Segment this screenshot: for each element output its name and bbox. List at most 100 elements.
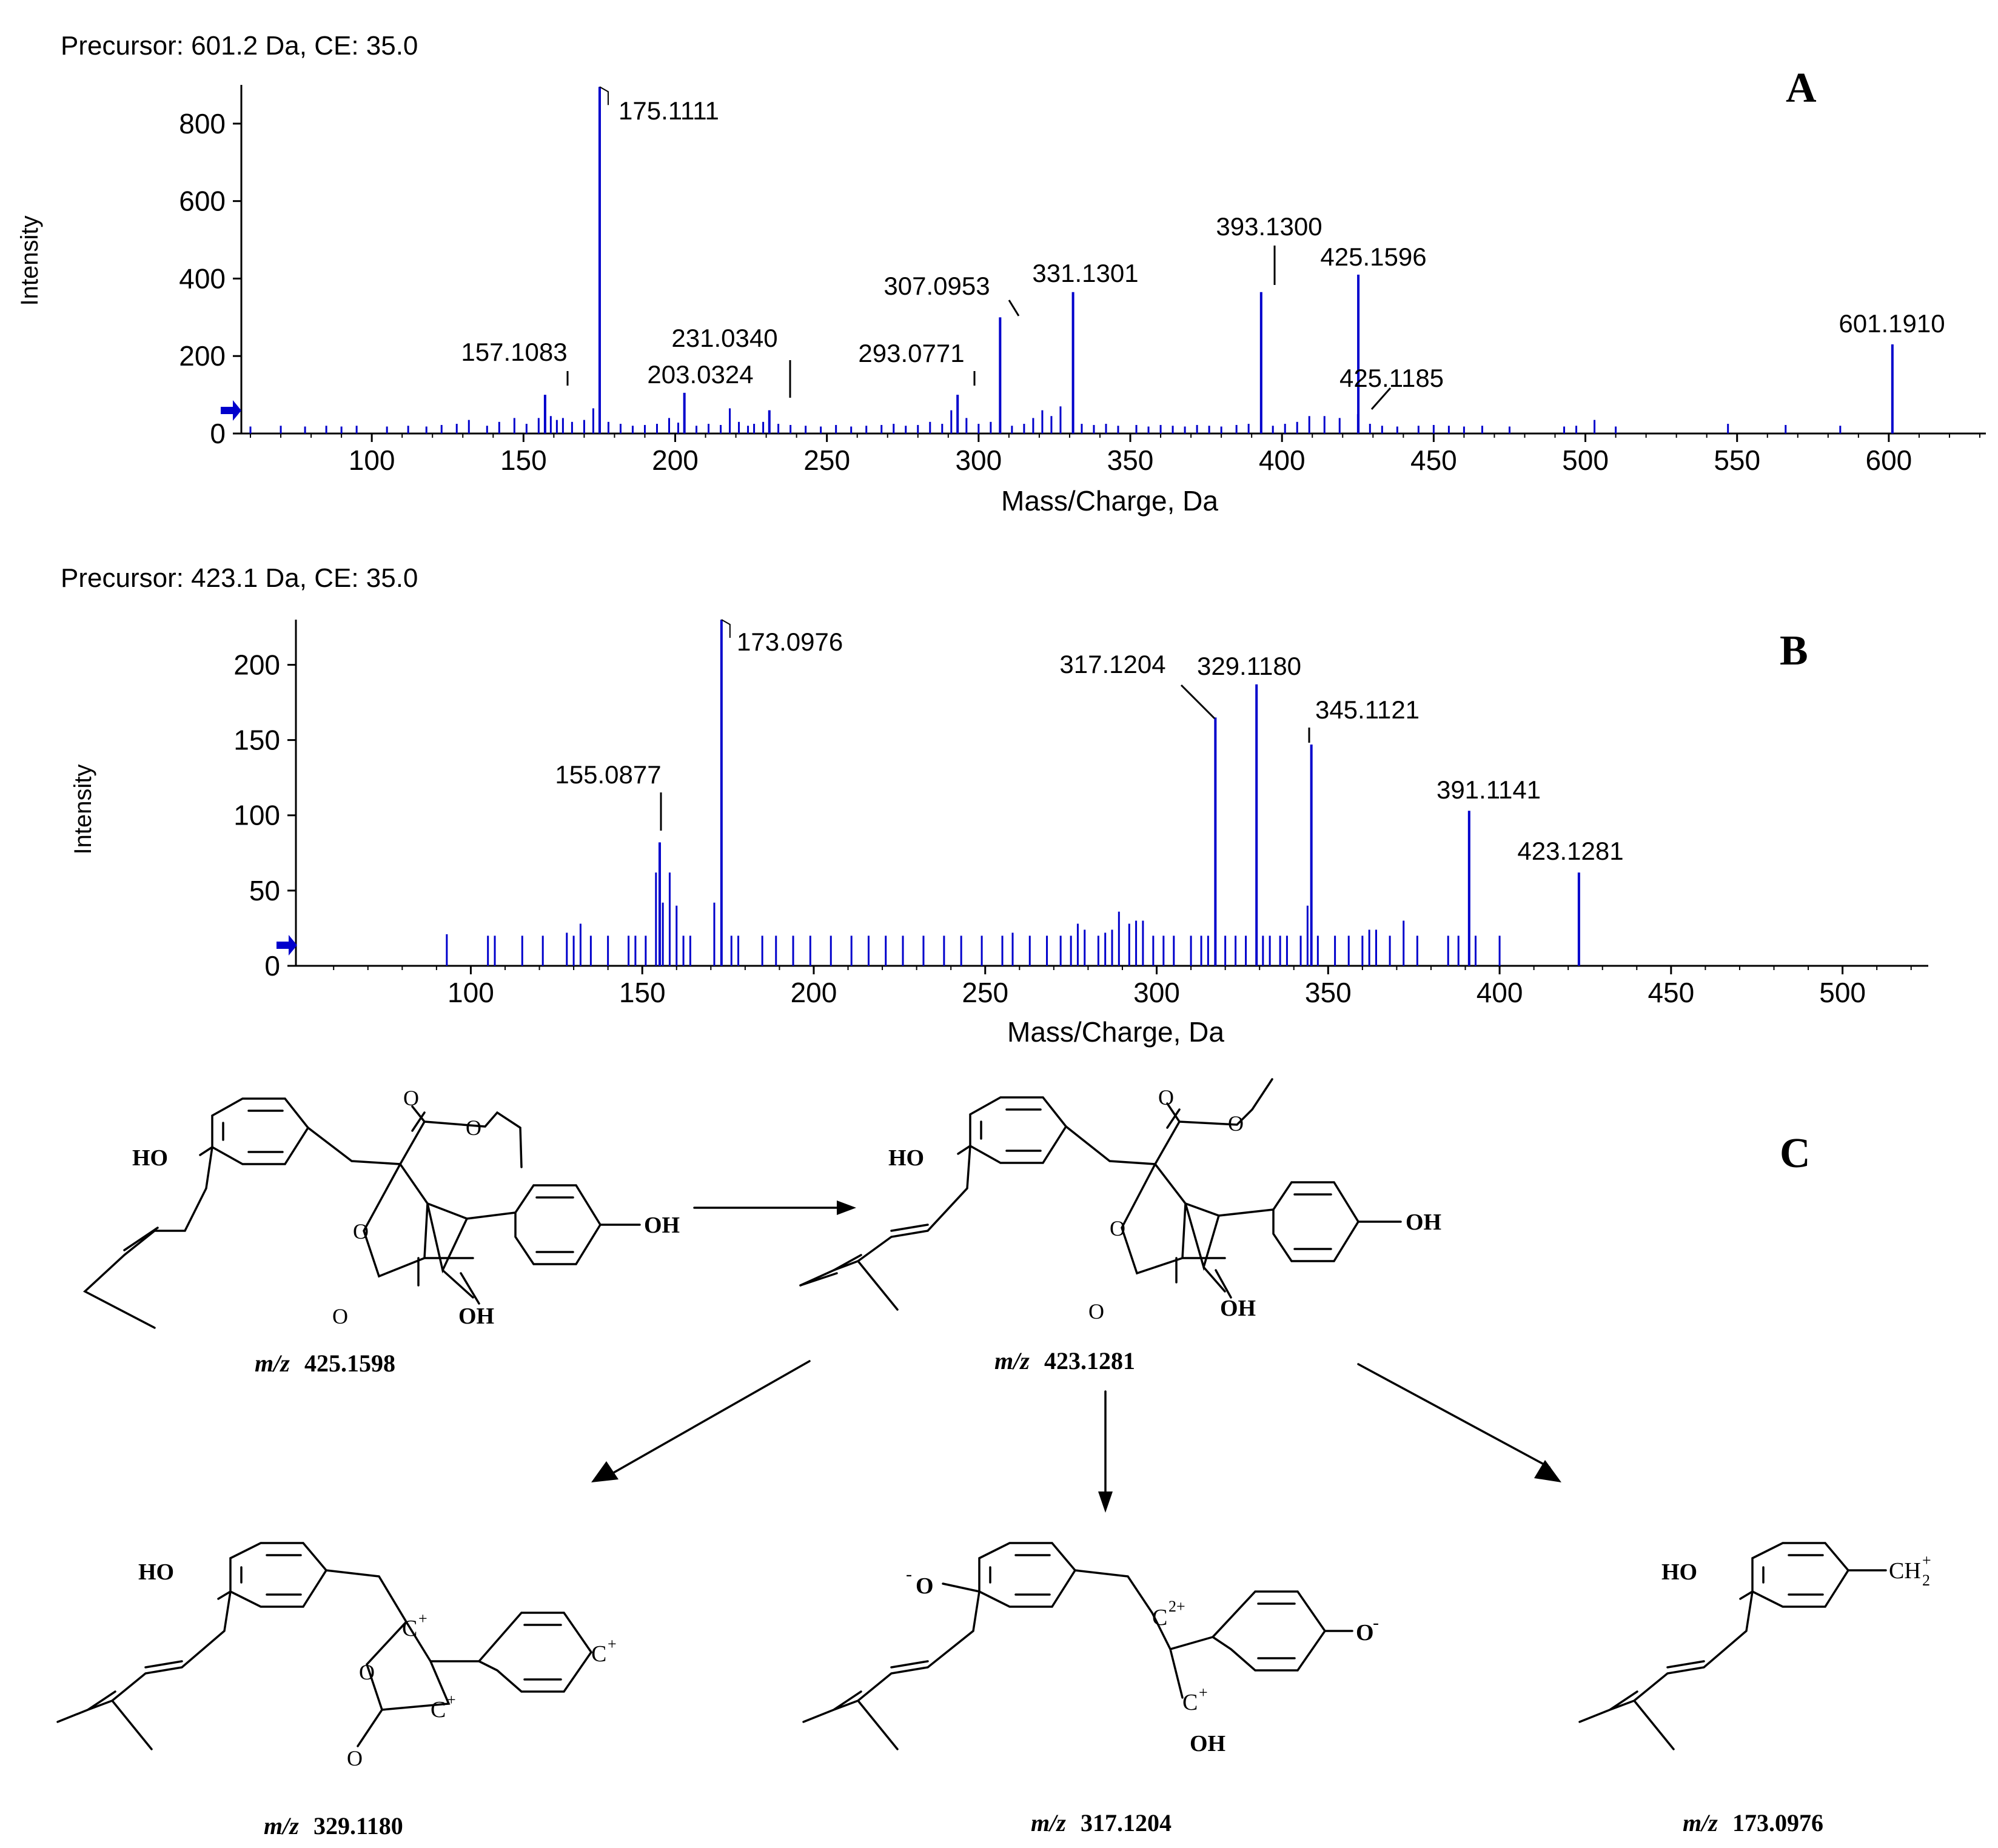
peak-label: 391.1141 xyxy=(1436,775,1541,804)
carbonyl-o-label-1: O xyxy=(403,1086,419,1110)
major-peaks-b: 155.0877 173.0976 317.1204 329.1180 345.1121… xyxy=(555,619,1624,966)
x-tick-label: 450 xyxy=(1648,977,1694,1008)
ch2-sub-5: 2 xyxy=(1922,1572,1930,1589)
peak-label: 329.1180 xyxy=(1197,652,1301,680)
ch2-label-5: CH xyxy=(1889,1558,1921,1584)
two-plus-sup-4: 2+ xyxy=(1168,1598,1185,1615)
c-plus-label-3c: C xyxy=(591,1641,606,1667)
peak-label: 231.0340 xyxy=(671,324,777,352)
precursor-arrow-a xyxy=(221,400,241,421)
peak-label: 307.0953 xyxy=(883,272,990,300)
panel-label-b: B xyxy=(1780,628,1808,674)
structure-329: HO C + O C + O C + m/z 329.1180 xyxy=(56,1542,617,1840)
peak-label: 293.0771 xyxy=(858,339,964,367)
mz-value-329: 329.1180 xyxy=(313,1812,403,1840)
precursor-label-a: Precursor: 601.2 Da, CE: 35.0 xyxy=(61,31,418,61)
peak-label: 601.1910 xyxy=(1839,309,1945,338)
y-tick-label: 200 xyxy=(179,340,226,372)
c-plus-label-4: C xyxy=(1182,1690,1198,1715)
peak-callout xyxy=(721,619,731,638)
o-minus-label-4b: O xyxy=(1356,1620,1374,1645)
peak-label: 203.0324 xyxy=(647,360,753,389)
peak-label: 345.1121 xyxy=(1315,695,1420,724)
x-tick-label: 100 xyxy=(448,977,494,1008)
precursor-arrow-b xyxy=(277,935,297,956)
x-axis-title-a: Mass/Charge, Da xyxy=(1001,485,1218,517)
peak-label: 157.1083 xyxy=(461,338,567,366)
mz-prefix-423: m/z xyxy=(994,1347,1030,1374)
peak-label: 423.1281 xyxy=(1517,837,1623,865)
c2-label-4: C xyxy=(1152,1605,1167,1630)
peak-label: 155.0877 xyxy=(555,760,661,789)
x-tick-label: 250 xyxy=(962,977,1008,1008)
minor-peaks-a xyxy=(249,406,1842,434)
x-tick-label: 400 xyxy=(1477,977,1523,1008)
mz-prefix-173: m/z xyxy=(1683,1809,1718,1836)
y-tick-label: 150 xyxy=(233,725,280,756)
x-tick-label: 350 xyxy=(1107,444,1154,476)
y-tick-label: 800 xyxy=(179,108,226,139)
c-plus-label-3a: C xyxy=(402,1616,417,1641)
x-tick-label: 250 xyxy=(803,444,850,476)
lactone-o-label-1: O xyxy=(332,1304,348,1328)
carbonyl-o-label-2: O xyxy=(1158,1085,1174,1110)
mz-value-317: 317.1204 xyxy=(1081,1809,1172,1836)
peak-callout xyxy=(1370,387,1392,410)
minus-sup-4a: - xyxy=(906,1564,912,1584)
panel-label-c: C xyxy=(1780,1130,1811,1177)
ether-o-label-1: O xyxy=(466,1116,481,1140)
oh-label-1a: OH xyxy=(644,1213,680,1238)
peak-label: 425.1185 xyxy=(1339,364,1444,392)
ch2-plus-5: + xyxy=(1922,1552,1931,1569)
x-tick-label: 300 xyxy=(1133,977,1180,1008)
fragmentation-scheme: C HO O O O O OH OH m/z 425.1598 xyxy=(56,1078,1931,1840)
structure-173: HO CH 2 + m/z 173.0976 xyxy=(1578,1542,1931,1836)
structure-317: O - C 2+ C + OH O - m/z 317.1204 xyxy=(802,1542,1379,1836)
peak-label: 331.1301 xyxy=(1032,259,1138,287)
y-tick-label: 400 xyxy=(179,263,226,294)
peak-label: 175.1111 xyxy=(619,96,719,125)
panel-label-a: A xyxy=(1786,65,1817,112)
c-plus-label-3b: C xyxy=(431,1697,446,1722)
x-tick-label: 500 xyxy=(1819,977,1866,1008)
peak-label: 393.1300 xyxy=(1216,212,1322,241)
ho-label-2: HO xyxy=(888,1145,924,1171)
peak-label: 173.0976 xyxy=(737,628,843,656)
x-tick-label: 150 xyxy=(500,444,547,476)
mz-prefix-425: m/z xyxy=(255,1350,290,1377)
plus-sup-3c: + xyxy=(608,1635,617,1653)
minor-peaks-b xyxy=(446,872,1501,966)
y-axis-title-b: Intensity xyxy=(70,765,96,855)
oh-label-2a: OH xyxy=(1406,1210,1441,1235)
y-axis-title-a: Intensity xyxy=(16,216,43,306)
mz-value-425: 425.1598 xyxy=(304,1350,395,1377)
lactone-o-label-2: O xyxy=(1088,1299,1104,1324)
oh-label-4: OH xyxy=(1190,1731,1225,1756)
y-tick-label: 0 xyxy=(264,950,280,982)
ho-label-5: HO xyxy=(1661,1559,1697,1585)
y-tick-label: 200 xyxy=(233,649,280,680)
x-tick-label: 150 xyxy=(619,977,666,1008)
reaction-arrows xyxy=(591,1200,1561,1513)
structure-423: HO O O O O OH OH m/z 423.1281 xyxy=(799,1078,1441,1374)
ho-label-1: HO xyxy=(132,1145,168,1171)
structure-425: HO O O O O OH OH m/z 425.1598 xyxy=(82,1086,680,1377)
peak-callout xyxy=(1008,300,1020,316)
x-tick-label: 500 xyxy=(1562,444,1609,476)
mz-value-423: 423.1281 xyxy=(1044,1347,1135,1374)
peak-label: 317.1204 xyxy=(1059,650,1165,678)
mz-value-173: 173.0976 xyxy=(1732,1809,1823,1836)
precursor-label-b: Precursor: 423.1 Da, CE: 35.0 xyxy=(61,563,418,593)
x-tick-label: 600 xyxy=(1866,444,1913,476)
o-minus-label-4a: O xyxy=(916,1573,934,1599)
ring-o-label-3: O xyxy=(359,1660,375,1684)
plus-sup-4: + xyxy=(1199,1684,1208,1701)
y-tick-label: 100 xyxy=(233,800,280,831)
mz-prefix-329: m/z xyxy=(264,1812,299,1840)
minus-sup-4b: - xyxy=(1373,1613,1379,1633)
x-tick-label: 300 xyxy=(955,444,1002,476)
peak-label: 425.1596 xyxy=(1320,243,1426,271)
